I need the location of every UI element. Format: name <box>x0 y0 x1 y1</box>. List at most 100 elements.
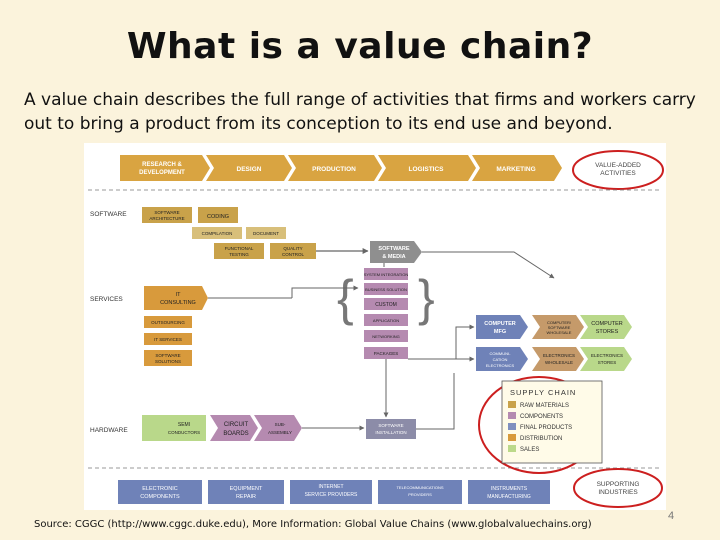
svc-it-services-box <box>144 333 192 345</box>
ep-electronics-wholesale-label: WHOLESALE <box>545 360 573 365</box>
support-label: COMPONENTS <box>140 494 180 500</box>
support-box-electronic <box>118 480 202 504</box>
svc-software-solutions-label: SOFTWARE <box>155 353 180 358</box>
ep-flow-arrow <box>455 324 475 359</box>
ep-communication-box <box>476 347 528 371</box>
slide-body-text: A value chain describes the full range o… <box>24 90 696 134</box>
sw-media-box <box>370 241 422 263</box>
support-label: ELECTRONIC <box>142 486 177 492</box>
ep-computer-mfg-label: COMPUTER <box>484 321 516 327</box>
legend-swatch-final <box>508 423 516 430</box>
legend-label-components: COMPONENTS <box>520 414 563 420</box>
sw-architecture-label: ARCHITECTURE <box>149 216 184 221</box>
sw-quality-control-label: QUALITY <box>283 246 302 251</box>
hw-sub-assembly-label: ASSEMBLY <box>268 430 292 435</box>
svc-it-consulting-box <box>144 286 208 310</box>
svc-it-consulting-label: CONSULTING <box>160 300 196 306</box>
svc-custom-box <box>364 298 408 310</box>
media-right-arrow <box>422 251 555 279</box>
brace-left: { <box>337 270 354 326</box>
hw-semiconductors-label: CONDUCTORS <box>168 430 200 435</box>
sw-compilation-label: COMPILATION <box>202 231 233 236</box>
sw-quality-control-label: CONTROL <box>282 252 304 257</box>
legend-swatch-components <box>508 412 516 419</box>
software-row: SOFTWARE ARCHITECTURE CODING COMPILATION… <box>142 207 422 263</box>
legend-label-raw: RAW MATERIALS <box>520 403 569 409</box>
legend-swatch-distribution <box>508 434 516 441</box>
source-citation: Source: CGGC (http://www.cggc.duke.edu),… <box>34 519 592 530</box>
support-box-telecom <box>378 480 462 504</box>
sw-document-label: DOCUMENT <box>253 231 279 236</box>
supporting-label: INDUSTRIES <box>598 489 638 496</box>
sw-quality-control-box <box>270 243 316 259</box>
services-row: IT CONSULTING OUTSOURCING IT SERVICES SO… <box>144 251 555 366</box>
legend-swatch-raw <box>508 401 516 408</box>
hardware-row: SEMI CONDUCTORS CIRCUIT BOARDS SUB- ASSE… <box>142 359 455 441</box>
ep-computer-wholesale-label: WHOLESALE <box>547 330 572 335</box>
ep-computer-stores-box <box>580 315 632 339</box>
svc-software-solutions-box <box>144 350 192 366</box>
supporting-industries: ELECTRONIC COMPONENTS EQUIPMENT REPAIR I… <box>118 468 663 508</box>
stage-label: DEVELOPMENT <box>139 170 185 176</box>
sw-document-box <box>246 227 286 239</box>
support-box-equipment <box>208 480 284 504</box>
ep-computer-stores-label: COMPUTER <box>591 321 623 327</box>
svc-software-solutions-label: SOLUTIONS <box>155 359 181 364</box>
svc-system-integration-box <box>364 268 408 280</box>
support-label: PROVIDERS <box>408 492 432 497</box>
legend-label-sales: SALES <box>520 447 539 453</box>
svc-networking-label: NETWORKING <box>372 334 400 339</box>
sw-media-label: & MEDIA <box>382 254 405 260</box>
svc-it-consulting-label: IT <box>176 292 182 298</box>
value-added-label: ACTIVITIES <box>600 170 636 177</box>
stage-label: LOGISTICS <box>408 166 444 173</box>
hw-sub-assembly-label: SUB- <box>275 422 286 427</box>
hw-semiconductors-box <box>142 415 206 441</box>
supply-chain-legend: SUPPLY CHAIN RAW MATERIALS COMPONENTS FI… <box>478 376 603 474</box>
slide-title: What is a value chain? <box>126 26 594 67</box>
row-label-hardware: HARDWARE <box>90 427 128 434</box>
support-label: REPAIR <box>236 494 256 500</box>
sw-functional-testing-label: FUNCTIONAL <box>225 246 254 251</box>
legend-swatch-sales <box>508 445 516 452</box>
hw-return-arrow <box>416 373 455 430</box>
ep-communication-label: ELECTRONICS <box>486 363 515 368</box>
support-box-instruments <box>468 480 550 504</box>
row-label-software: SOFTWARE <box>90 211 127 218</box>
ep-electronics-wholesale-box <box>532 347 584 371</box>
stage-label: DESIGN <box>237 166 262 173</box>
hw-software-installation-label: INSTALLATION <box>375 430 406 435</box>
hw-circuit-boards-label: CIRCUIT <box>224 422 249 428</box>
row-label-services: SERVICES <box>90 296 123 303</box>
value-chain-diagram: RESEARCH & DEVELOPMENT DESIGN PRODUCTION… <box>84 143 666 510</box>
svc-system-integration-label: SYSTEM INTEGRATION <box>364 272 409 277</box>
stage-logistics <box>378 155 476 181</box>
brace-right: } <box>418 270 435 326</box>
svc-it-services-label: IT SERVICES <box>154 337 182 342</box>
support-label: INSTRUMENTS <box>491 486 528 492</box>
stage-row: RESEARCH & DEVELOPMENT DESIGN PRODUCTION… <box>120 155 562 181</box>
hw-sub-assembly-box <box>254 415 302 441</box>
ep-communication-label: COMMUNI- <box>490 351 512 356</box>
support-label: INTERNET <box>319 484 344 490</box>
stage-production <box>288 155 382 181</box>
sw-media-label: SOFTWARE <box>378 246 409 252</box>
sw-functional-testing-box <box>214 243 264 259</box>
svc-packages-box <box>364 347 408 359</box>
end-products: COMPUTER MFG COMPUTER/ SOFTWARE WHOLESAL… <box>408 315 632 371</box>
ep-electronics-stores-label: ELECTRONICS <box>591 353 623 358</box>
support-label: SERVICE PROVIDERS <box>305 492 358 498</box>
supply-chain-title: SUPPLY CHAIN <box>510 388 576 397</box>
sw-coding-label: CODING <box>207 214 229 220</box>
supply-chain-box <box>501 380 603 464</box>
ep-communication-label: CATION <box>493 357 508 362</box>
svc-networking-box <box>364 330 408 342</box>
stage-rnd <box>120 155 210 181</box>
ep-electronics-stores-label: STORES <box>598 360 616 365</box>
sw-coding-box <box>198 207 238 223</box>
ep-electronics-wholesale-label: ELECTRONICS <box>543 353 575 358</box>
hw-circuit-boards-label: BOARDS <box>223 431 248 437</box>
sw-functional-testing-label: TESTING <box>229 252 249 257</box>
support-box-isp <box>290 480 372 504</box>
svc-flow-arrow <box>291 285 359 298</box>
